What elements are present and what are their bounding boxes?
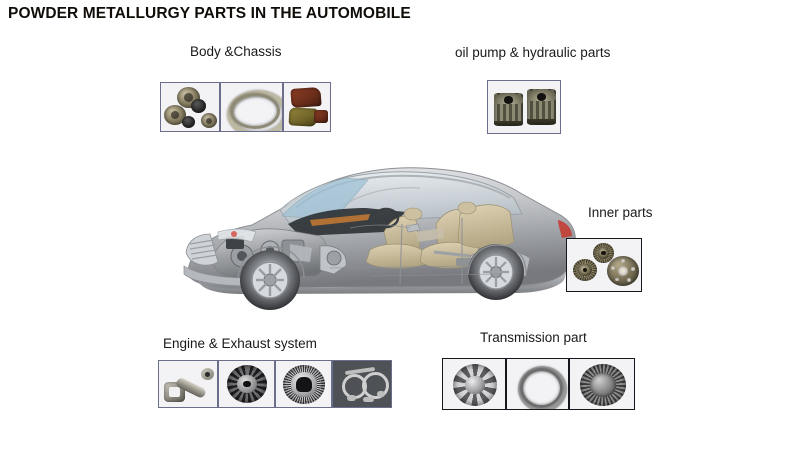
bolt-hole-flange (607, 256, 639, 286)
photo-synchronizer-ring[interactable] (506, 358, 569, 410)
photo-connecting-rod[interactable] (158, 360, 218, 408)
photo-copper-bronze-blocks[interactable] (283, 82, 331, 132)
callout-photos-body-chassis[interactable] (160, 82, 331, 132)
callout-photos-transmission[interactable] (442, 358, 635, 410)
photo-toothed-ring-gear[interactable] (220, 82, 283, 132)
callout-label-engine-exhaust: Engine & Exhaust system (163, 336, 317, 351)
photo-vane-rotor[interactable] (218, 360, 275, 408)
photo-clutch-discs-and-cams[interactable] (160, 82, 220, 132)
callout-photos-inner-parts[interactable] (566, 238, 642, 292)
photo-chain-sprocket[interactable] (275, 360, 332, 408)
photo-exhaust-flanges[interactable] (332, 360, 392, 408)
photo-planetary-carrier[interactable] (442, 358, 506, 410)
callout-photos-oil-pump-hydraulic[interactable] (487, 80, 561, 134)
callout-label-body-chassis: Body &Chassis (190, 44, 282, 59)
callout-label-transmission: Transmission part (480, 330, 587, 345)
automobile-cutaway-illustration (170, 128, 590, 323)
photo-oil-pump-pinion-gears[interactable] (487, 80, 561, 134)
photo-inner-parts-assembly[interactable] (566, 238, 642, 292)
callout-label-inner-parts: Inner parts (588, 205, 653, 220)
page-title: POWDER METALLURGY PARTS IN THE AUTOMOBIL… (8, 5, 411, 22)
callout-label-oil-pump-hydraulic: oil pump & hydraulic parts (455, 45, 611, 60)
callout-photos-engine-exhaust[interactable] (158, 360, 392, 408)
photo-synchronizer-hub[interactable] (569, 358, 635, 410)
